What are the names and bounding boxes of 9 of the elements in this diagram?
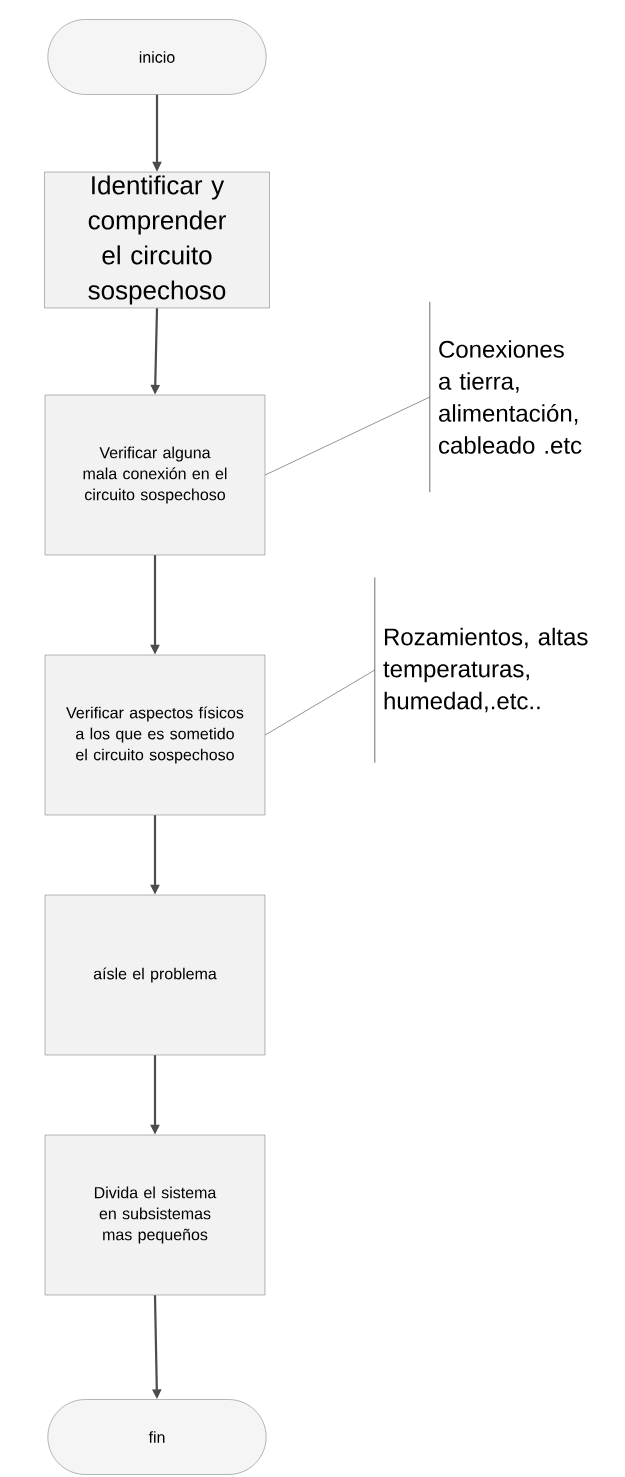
process-box: Divida el sistema en subsistemas mas pequeños — [44, 1134, 266, 1296]
process-box: Verificar alguna mala conexión en el circuito sospechoso — [44, 394, 266, 556]
process-box: Identificar y comprender el circuito sospechoso — [44, 171, 270, 309]
annotation-bracket: Rozamientos, altas temperaturas, humedad,.etc.. — [374, 576, 588, 764]
process-box: aísle el problema — [44, 894, 266, 1056]
leader-line — [264, 669, 376, 736]
leader-line — [264, 396, 431, 476]
annotation-bracket: Conexiones a tierra, alimentación, cableado .etc — [429, 301, 582, 493]
process-box: Verificar aspectos físicos a los que es sometido el circuito sospechoso — [44, 654, 266, 816]
